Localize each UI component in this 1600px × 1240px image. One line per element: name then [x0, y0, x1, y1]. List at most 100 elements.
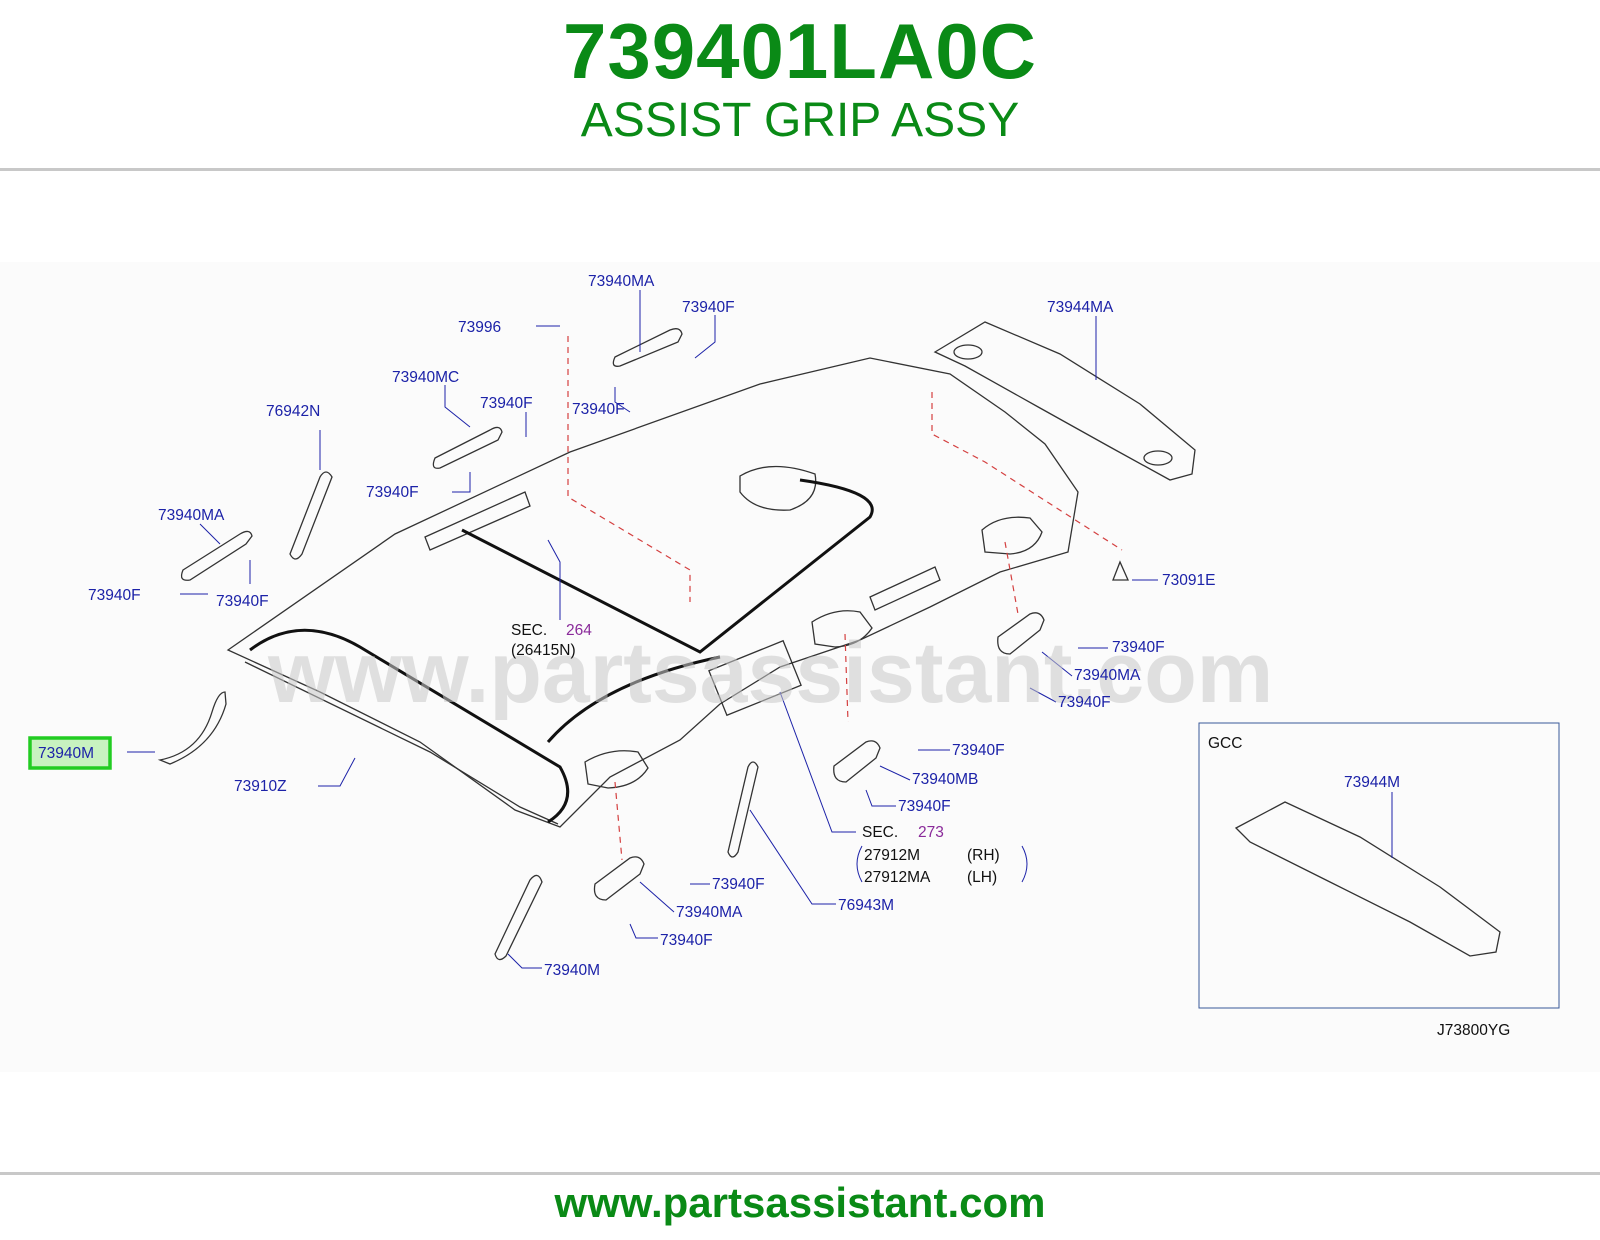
grip-73940ma-top [612, 328, 683, 367]
callout-73940f-8: 73940F [1058, 694, 1111, 711]
sec273-row2-part: 27912MA [864, 869, 931, 886]
harness-front [461, 478, 874, 654]
console-rh-1 [981, 516, 1043, 555]
harness-main [249, 628, 570, 824]
ref-line-mb-grip [844, 633, 849, 723]
leader-76943m [749, 809, 836, 905]
leader-73940ma-rh [1041, 651, 1073, 677]
sec273-bracket-right [1021, 845, 1028, 883]
sec273-label: SEC. [862, 824, 898, 841]
rear-trim-hole-1 [953, 344, 983, 360]
leader-sec273 [779, 691, 856, 833]
grip-73940ma-rh [997, 612, 1045, 655]
callout-76942n: 76942N [266, 403, 320, 420]
callout-73940ma-lh: 73940MA [676, 904, 743, 921]
leader-73940m-bottom [507, 953, 542, 969]
highlight-label: 73940M [38, 745, 94, 762]
callout-73091e: 73091E [1162, 572, 1215, 589]
parts-diagram-svg: www.partsassistant.com 73940MA 73940F 73… [28, 273, 1560, 1039]
sec273-bracket-left [856, 845, 863, 883]
leader-73940f-4 [452, 472, 471, 493]
footer-divider [0, 1172, 1600, 1175]
ref-line-rh-grip [1004, 541, 1019, 615]
parts-diagram: www.partsassistant.com 73940MA 73940F 73… [0, 262, 1600, 1072]
rear-trim-73944ma [933, 321, 1196, 481]
callout-73940mb: 73940MB [912, 771, 978, 788]
callout-73940f-7: 73940F [1112, 639, 1165, 656]
grip-73940ma-lh [593, 856, 645, 901]
clip-73091e [1112, 560, 1130, 581]
footer-website[interactable]: www.partsassistant.com [554, 1179, 1046, 1226]
callout-73940f-11: 73940F [712, 876, 765, 893]
dome-slot [424, 491, 531, 551]
callout-73940ma-rh: 73940MA [1074, 667, 1141, 684]
grip-73940m-bottom [494, 874, 543, 961]
callout-73944ma: 73944MA [1047, 299, 1114, 316]
callout-73940f-12: 73940F [660, 932, 713, 949]
grip-73940ma-left [180, 530, 253, 581]
callout-73940f-4: 73940F [366, 484, 419, 501]
inset-frame [1198, 722, 1560, 1009]
highlighted-part-callout[interactable]: 73940M [28, 736, 112, 770]
callout-73940f-5: 73940F [88, 587, 141, 604]
inset-trim-73944m [1234, 801, 1501, 957]
callout-73940f-1: 73940F [682, 299, 735, 316]
sec273-row1-side: (RH) [967, 847, 1000, 864]
leader-73910z [318, 757, 356, 787]
grip-73940m-left [157, 691, 227, 765]
diagram-code: J73800YG [1437, 1022, 1510, 1039]
callout-76943m: 76943M [838, 897, 894, 914]
grip-73940mb [833, 740, 881, 783]
leader-73940f-8 [1029, 687, 1057, 703]
callout-73940f-2: 73940F [572, 401, 625, 418]
overhead-console [708, 639, 802, 717]
leader-73940f-1 [694, 315, 716, 359]
sec264-label: SEC. [511, 622, 547, 639]
callout-73940f-6: 73940F [216, 593, 269, 610]
console-lh [584, 750, 649, 789]
leader-73940f-12 [629, 923, 658, 939]
harness-lh [546, 655, 721, 743]
page-header: 739401LA0C ASSIST GRIP ASSY [0, 0, 1600, 168]
headliner-outline [226, 357, 1079, 828]
callout-73940m-bottom: 73940M [544, 962, 600, 979]
part-number-title: 739401LA0C [563, 7, 1037, 95]
sunroof-opening [739, 465, 817, 511]
inset-callout: 73944M [1344, 774, 1400, 791]
leader-73940f-2 [614, 387, 631, 413]
sec264-subpart: (26415N) [511, 642, 576, 659]
grip-76943m [727, 761, 759, 858]
leader-73940ma-left [199, 523, 221, 545]
sec273-row1-part: 27912M [864, 847, 920, 864]
ref-line-73996 [567, 336, 691, 602]
part-name-subtitle: ASSIST GRIP ASSY [580, 94, 1020, 147]
grip-73940mc [432, 426, 503, 469]
header-divider [0, 168, 1600, 171]
ref-line-rear-trim [931, 392, 1123, 551]
sunvisor-slot [869, 566, 941, 611]
callout-73940f-3: 73940F [480, 395, 533, 412]
sec264-number[interactable]: 264 [566, 622, 592, 639]
leader-73940mc [444, 385, 471, 428]
console-rh-2 [811, 610, 873, 648]
grip-76942n [289, 471, 333, 560]
callout-73910z: 73910Z [234, 778, 287, 795]
callout-73940f-10: 73940F [898, 798, 951, 815]
callout-73940ma-left: 73940MA [158, 507, 225, 524]
leader-sec264 [547, 539, 561, 620]
leader-73940f-10 [865, 789, 896, 807]
leader-73940mb [879, 765, 911, 781]
sec273-row2-side: (LH) [967, 869, 997, 886]
callout-73996: 73996 [458, 319, 501, 336]
sec273-number[interactable]: 273 [918, 824, 944, 841]
ref-line-lh-grip [614, 781, 623, 861]
callout-73940ma-top: 73940MA [588, 273, 655, 290]
rear-trim-hole-2 [1143, 450, 1173, 466]
callout-73940mc: 73940MC [392, 369, 459, 386]
inset-title: GCC [1208, 735, 1242, 752]
leader-73940ma-lh [639, 881, 675, 913]
headliner-front-edge [244, 661, 559, 825]
highlight-box [28, 736, 112, 770]
watermark-text: www.partsassistant.com [267, 625, 1273, 721]
callout-73940f-9: 73940F [952, 742, 1005, 759]
